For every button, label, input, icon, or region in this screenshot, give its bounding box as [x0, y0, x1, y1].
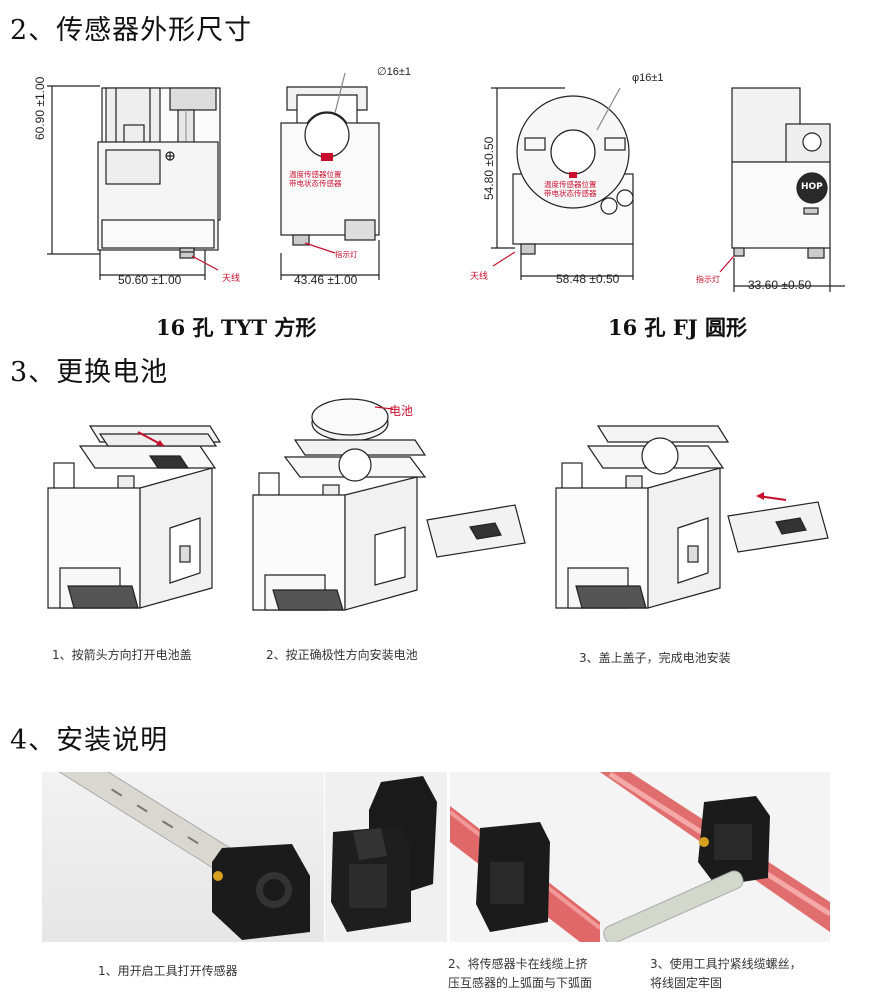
- fj-model-label: 16 孔 FJ 圆形: [608, 315, 748, 340]
- fj-temp-note-line1: 温度传感器位置: [544, 180, 597, 189]
- battery-step2-caption: 2、按正确极性方向安装电池: [266, 648, 418, 662]
- tyt-temp-note-line2: 带电状态传感器: [289, 179, 342, 189]
- fj-width-dim-side: 33.60 ±0.50: [748, 278, 812, 292]
- tyt-model-label: 16 孔 TYT 方形: [156, 315, 317, 340]
- install-photo-4: [600, 772, 830, 942]
- install-step3-line2: 将线固定牢固: [650, 976, 723, 991]
- tyt-temp-note: 温度传感器位置 带电状态传感器: [289, 170, 342, 189]
- install-step2-line2: 压互感器的上弧面与下弧面: [448, 976, 593, 991]
- fj-width-dim-front: 58.48 ±0.50: [556, 272, 620, 286]
- section-title-dimensions: 2、传感器外形尺寸: [10, 15, 253, 46]
- tyt-width-dim-side: 43.46 ±1.00: [294, 273, 358, 287]
- install-step2-caption: 2、将传感器卡在线缆上挤 压互感器的上弧面与下弧面: [448, 955, 592, 993]
- tyt-hole-dim: ∅16±1: [377, 66, 411, 78]
- tyt-antenna-label: 天线: [222, 274, 241, 284]
- install-step3-line1: 3、使用工具拧紧线缆螺丝，: [650, 957, 802, 971]
- install-photo-2: [325, 772, 447, 942]
- battery-step1-drawing: [47, 425, 222, 609]
- tyt-height-dim: 60.90 ±1.00: [33, 76, 47, 140]
- fj-temp-note: 温度传感器位置 带电状态传感器: [544, 180, 597, 199]
- fj-side-drawing: [719, 87, 845, 292]
- install-step2-line1: 2、将传感器卡在线缆上挤: [448, 957, 588, 971]
- battery-step1-caption: 1、按箭头方向打开电池盖: [52, 648, 192, 662]
- fj-height-dim: 54.80 ±0.50: [482, 136, 496, 200]
- fj-indicator-label: 指示灯: [696, 275, 720, 284]
- install-photo-3: [450, 772, 600, 942]
- section-title-battery: 3、更换电池: [10, 357, 169, 388]
- battery-step3-caption: 3、盖上盖子，完成电池安装: [579, 651, 731, 665]
- fj-hop-logo: HOP: [801, 182, 823, 192]
- battery-label: 电池: [389, 404, 414, 418]
- tyt-temp-note-line1: 温度传感器位置: [289, 170, 342, 179]
- fj-antenna-label: 天线: [470, 272, 489, 282]
- tyt-front-drawing: [47, 85, 221, 280]
- install-step1-caption: 1、用开启工具打开传感器: [98, 964, 238, 978]
- fj-hole-dim: φ16±1: [632, 72, 664, 84]
- tyt-indicator-label: 指示灯: [335, 250, 358, 259]
- section-title-install: 4、安装说明: [10, 725, 169, 756]
- install-step3-caption: 3、使用工具拧紧线缆螺丝， 将线固定牢固: [650, 955, 802, 993]
- fj-front-drawing: [491, 87, 634, 280]
- battery-step3-drawing: [555, 425, 829, 609]
- tyt-width-dim-front: 50.60 ±1.00: [118, 273, 182, 287]
- install-photo-1: [42, 772, 324, 942]
- battery-step2-drawing: [252, 398, 526, 611]
- tyt-side-drawing: [280, 72, 380, 280]
- fj-temp-note-line2: 带电状态传感器: [544, 189, 597, 199]
